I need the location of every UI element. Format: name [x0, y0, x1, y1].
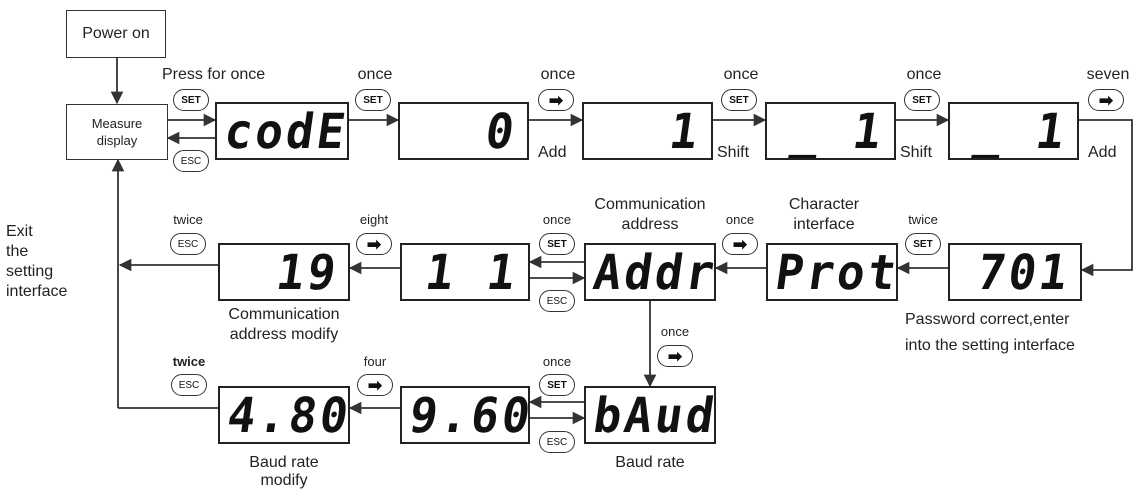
- measure-display-label-1: Measure: [91, 116, 143, 131]
- power-on-box: Power on: [66, 10, 166, 58]
- label-press-for-once: Press for once: [162, 66, 266, 83]
- exit-label: Exit the setting interface: [6, 222, 67, 302]
- label-once-c: once: [723, 66, 759, 83]
- display-code: codE: [215, 102, 349, 160]
- arrow-key-4: ➡: [722, 233, 758, 255]
- exit-label-1: Exit: [6, 223, 33, 240]
- display-prot: Prot: [766, 243, 898, 301]
- display-pw701: 701: [948, 243, 1082, 301]
- label-seven: seven: [1086, 66, 1130, 83]
- esc-key-5: ESC: [539, 431, 575, 453]
- display-addr: Addr: [584, 243, 716, 301]
- set-key-5: SET: [539, 233, 575, 255]
- label-once-b: once: [540, 66, 576, 83]
- label-comm-mod-1: Communication: [228, 306, 340, 323]
- label-shift-2: Shift: [900, 144, 933, 161]
- set-key-6: SET: [905, 233, 941, 255]
- label-comm-address-1: Communication: [594, 196, 706, 213]
- measure-display-box: Measure display: [66, 104, 168, 160]
- display-baud: bAud: [584, 386, 716, 444]
- label-comm-address-2: address: [621, 216, 679, 233]
- label-eight: eight: [359, 212, 389, 227]
- esc-key-1: ESC: [173, 150, 209, 172]
- label-char-interface-2: interface: [793, 216, 855, 233]
- arrow-key-5: ➡: [657, 345, 693, 367]
- connector-to-701: [1078, 119, 1133, 277]
- arrow-key-2: ➡: [1088, 89, 1124, 111]
- label-four: four: [363, 354, 387, 369]
- label-once-e: once: [725, 212, 755, 227]
- label-once-d: once: [906, 66, 942, 83]
- display-baud-val: 9.600: [400, 386, 530, 444]
- display-addr-mod: 19: [218, 243, 350, 301]
- measure-display-label-2: display: [96, 133, 138, 148]
- esc-key-3: ESC: [539, 290, 575, 312]
- display-pw3: _ 1: [948, 102, 1079, 160]
- label-comm-mod-2: address modify: [229, 326, 339, 343]
- label-shift-1: Shift: [717, 144, 750, 161]
- set-key-1: SET: [173, 89, 209, 111]
- display-pw1: 1: [582, 102, 713, 160]
- set-key-4: SET: [904, 89, 940, 111]
- power-on-label: Power on: [82, 25, 150, 42]
- label-twice-bottom: twice: [172, 354, 206, 369]
- label-password-2: into the setting interface: [905, 337, 1075, 354]
- set-key-7: SET: [539, 374, 575, 396]
- label-baud-mod-1: Baud rate: [249, 454, 319, 471]
- label-once-g: once: [660, 324, 690, 339]
- arrow-key-1: ➡: [538, 89, 574, 111]
- label-baud-rate: Baud rate: [615, 454, 685, 471]
- set-key-2: SET: [355, 89, 391, 111]
- label-char-interface-1: Character: [788, 196, 860, 213]
- label-password-1: Password correct,enter: [905, 311, 1070, 328]
- label-add-2: Add: [1088, 144, 1117, 161]
- display-addr-val: 1 1: [400, 243, 530, 301]
- esc-key-4: ESC: [171, 374, 207, 396]
- label-twice-top: twice: [908, 212, 938, 227]
- exit-label-4: interface: [6, 283, 68, 300]
- arrow-key-3: ➡: [356, 233, 392, 255]
- display-pw2: _ 1: [765, 102, 896, 160]
- label-add-1: Add: [538, 144, 567, 161]
- label-twice-left: twice: [173, 212, 203, 227]
- esc-key-2: ESC: [170, 233, 206, 255]
- label-baud-mod-2: modify: [260, 472, 308, 489]
- label-once-h: once: [542, 354, 572, 369]
- display-pw0: 0: [398, 102, 529, 160]
- exit-label-2: the: [6, 243, 29, 260]
- set-key-3: SET: [721, 89, 757, 111]
- label-once-f: once: [542, 212, 572, 227]
- label-once-a: once: [357, 66, 393, 83]
- arrow-key-6: ➡: [357, 374, 393, 396]
- display-baud-mod: 4.800: [218, 386, 350, 444]
- exit-label-3: setting: [6, 263, 54, 280]
